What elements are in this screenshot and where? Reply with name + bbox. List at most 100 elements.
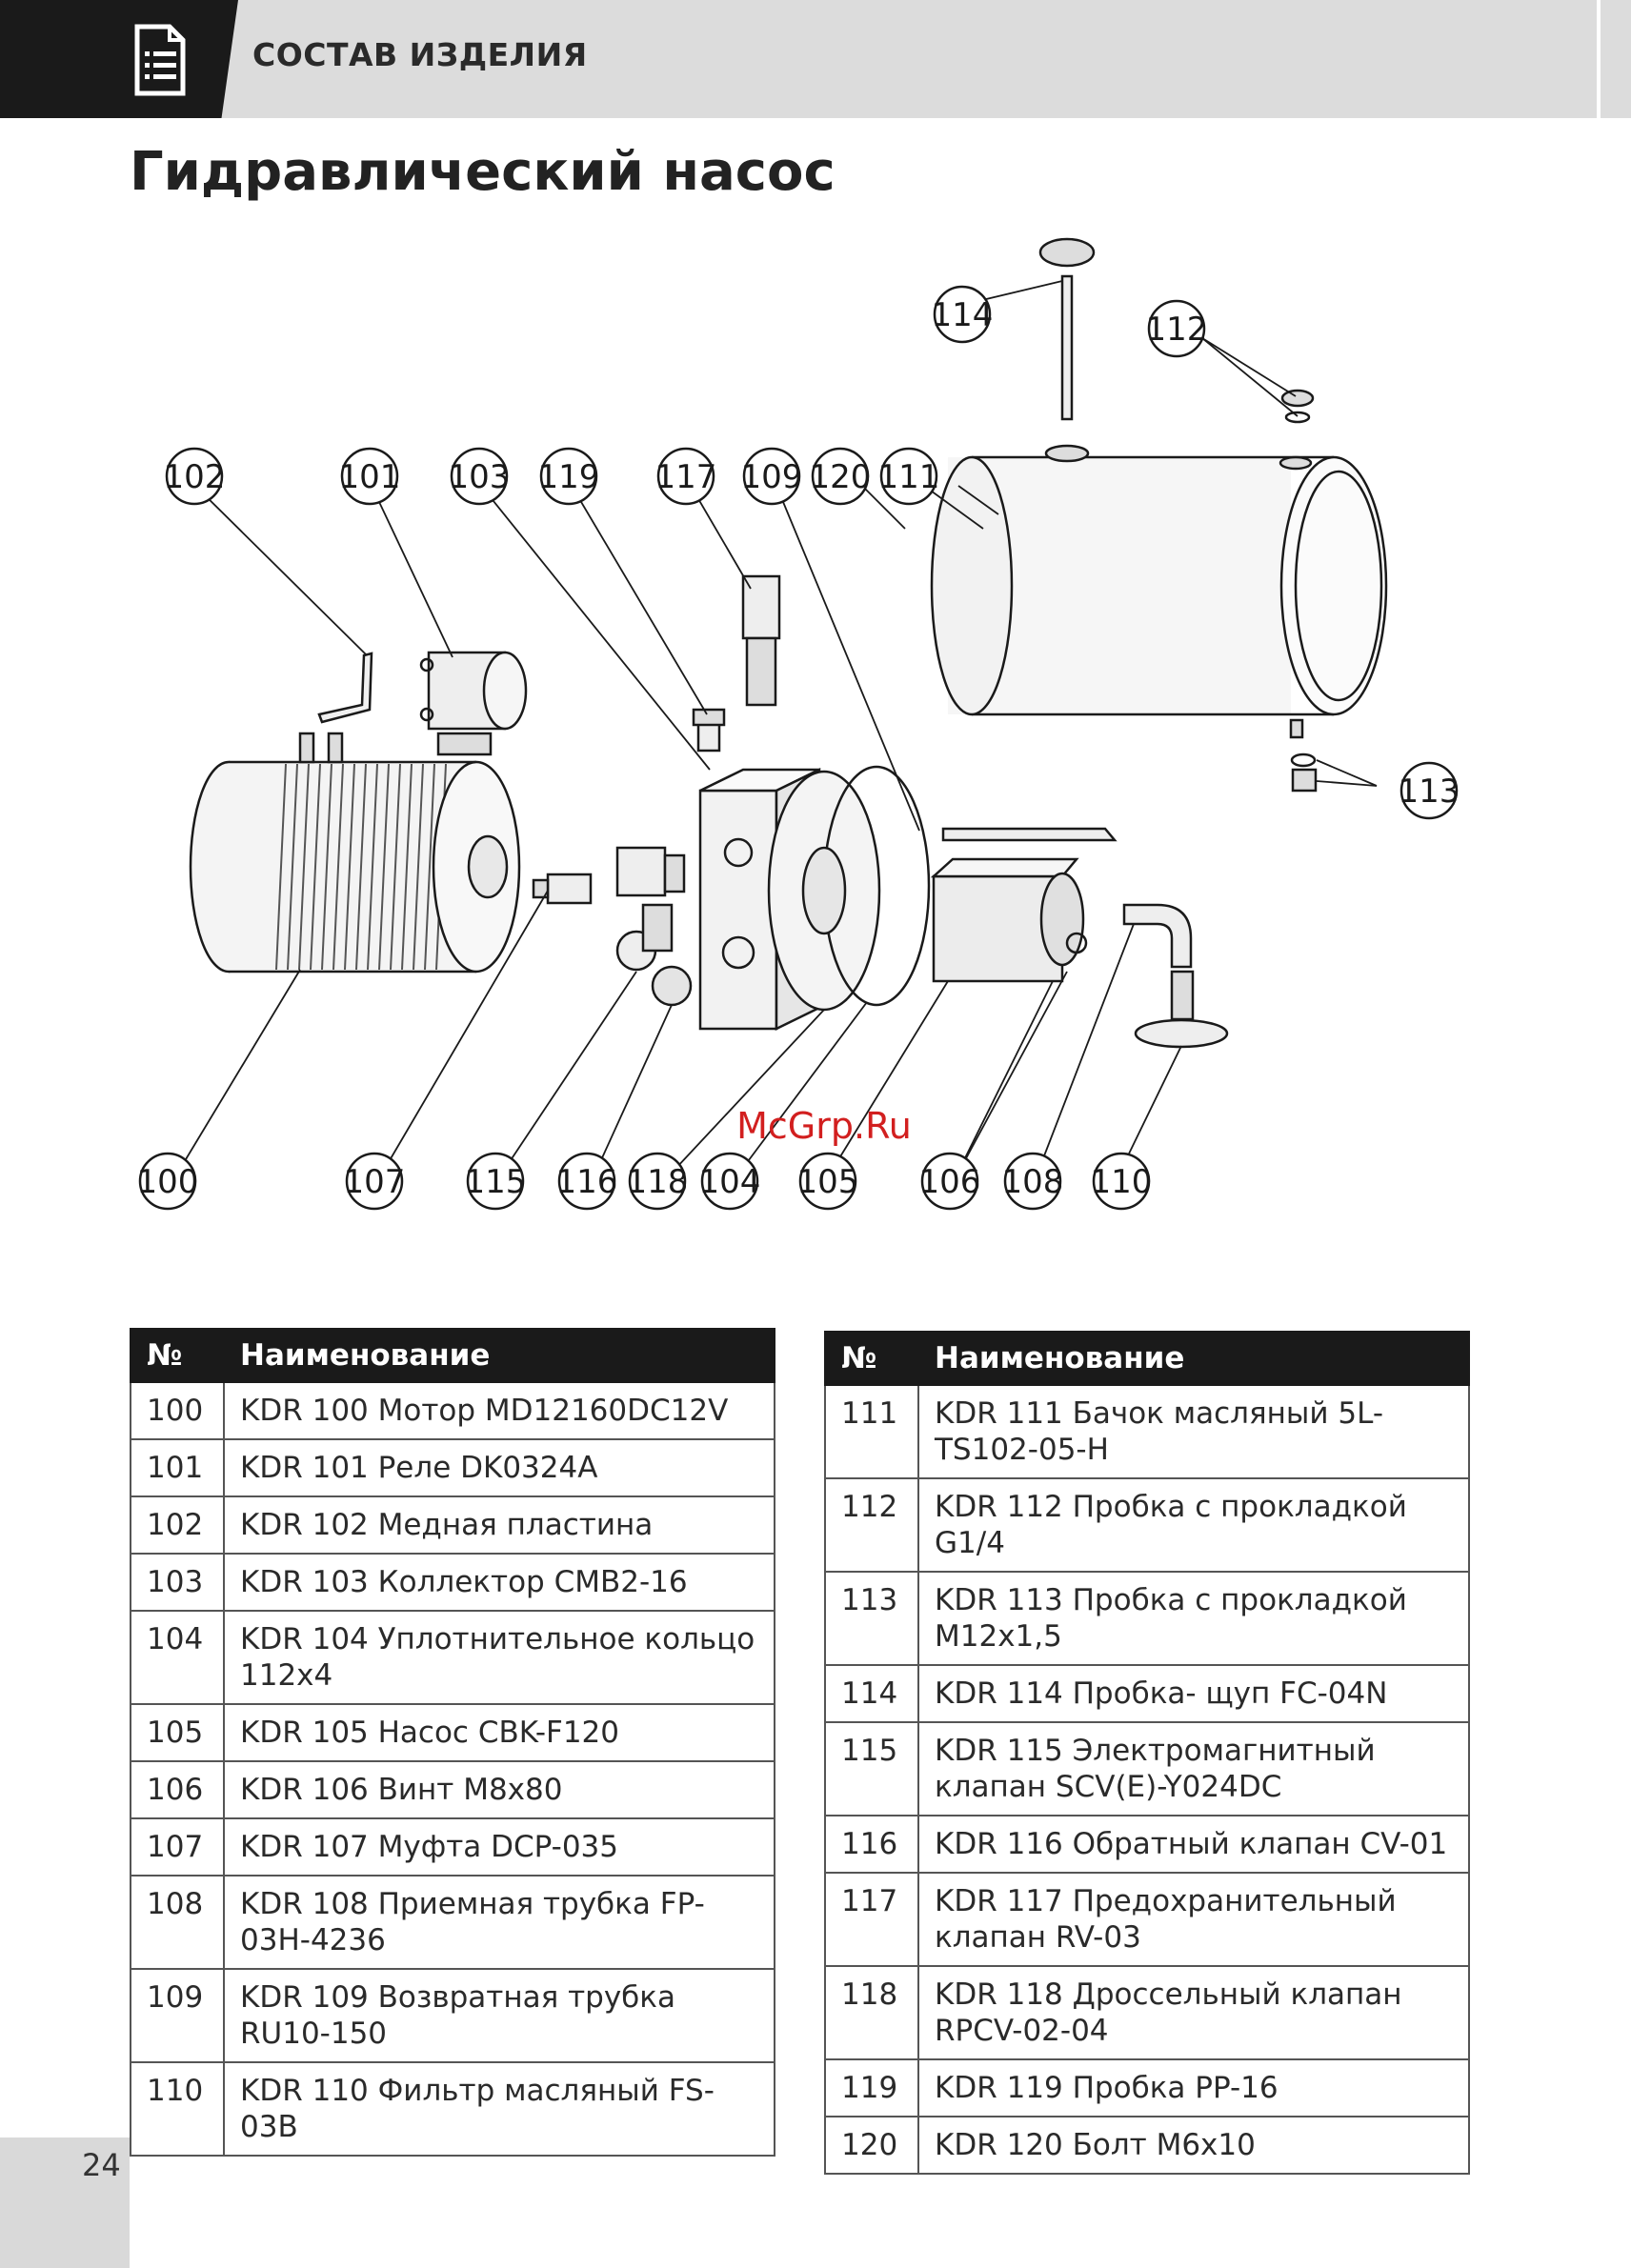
row-number: 118 <box>824 1965 919 2060</box>
callout-101: 101 <box>339 458 401 496</box>
row-name: KDR 112 Пробка с прокладкой G1/4 <box>917 1477 1470 1573</box>
row-number: 117 <box>824 1872 919 1967</box>
callout-104: 104 <box>699 1163 761 1201</box>
pump-drawing <box>930 857 1088 983</box>
callout-119: 119 <box>538 458 600 496</box>
row-name: KDR 113 Пробка с прокладкой M12x1,5 <box>917 1571 1470 1666</box>
row-name: KDR 107 Муфта DCP-035 <box>223 1817 775 1877</box>
page-number: 24 <box>82 2147 121 2183</box>
row-name: KDR 114 Пробка- щуп FC-04N <box>917 1664 1470 1723</box>
row-name: KDR 111 Бачок масляный 5L-TS102-05-H <box>917 1384 1470 1479</box>
row-number: 120 <box>824 2116 919 2175</box>
row-number: 103 <box>130 1553 225 1612</box>
column-header-number: № <box>824 1331 919 1386</box>
row-name: KDR 120 Болт M6x10 <box>917 2116 1470 2175</box>
callout-100: 100 <box>137 1163 199 1201</box>
table-header-row: № Наименование <box>130 1328 775 1383</box>
row-name: KDR 102 Медная пластина <box>223 1495 775 1555</box>
column-header-name: Наименование <box>223 1328 775 1383</box>
callout-116: 116 <box>556 1163 618 1201</box>
oil-tank-drawing <box>930 444 1388 739</box>
row-number: 101 <box>130 1438 225 1497</box>
row-name: KDR 100 Мотор MD12160DC12V <box>223 1381 775 1440</box>
row-number: 114 <box>824 1664 919 1723</box>
callout-113: 113 <box>1399 773 1460 811</box>
row-number: 110 <box>130 2061 225 2157</box>
column-header-number: № <box>130 1328 225 1383</box>
row-number: 104 <box>130 1610 225 1705</box>
callout-107: 107 <box>344 1163 406 1201</box>
callout-108: 108 <box>1002 1163 1064 1201</box>
row-number: 119 <box>824 2058 919 2117</box>
row-name: KDR 105 Насос CBK-F120 <box>223 1703 775 1762</box>
row-number: 111 <box>824 1384 919 1479</box>
relay-drawing <box>419 651 528 756</box>
header-icon-block <box>0 0 238 118</box>
row-name: KDR 115 Электромагнитный клапан SCV(E)-Y… <box>917 1721 1470 1816</box>
watermark: McGrp.Ru <box>736 1105 912 1147</box>
header-divider <box>1597 0 1601 118</box>
row-number: 116 <box>824 1815 919 1874</box>
row-number: 106 <box>130 1760 225 1819</box>
row-name: KDR 108 Приемная трубка FP-03H-4236 <box>223 1875 775 1970</box>
row-name: KDR 104 Уплотнительное кольцо 112x4 <box>223 1610 775 1705</box>
header-bar <box>0 0 1631 118</box>
table-header-row: № Наименование <box>824 1331 1470 1386</box>
row-number: 113 <box>824 1571 919 1666</box>
page-number-tab <box>0 2138 130 2268</box>
row-name: KDR 116 Обратный клапан CV-01 <box>917 1815 1470 1874</box>
row-number: 105 <box>130 1703 225 1762</box>
callout-115: 115 <box>465 1163 527 1201</box>
callout-114: 114 <box>932 296 994 334</box>
row-name: KDR 117 Предохранительный клапан RV-03 <box>917 1872 1470 1967</box>
callout-120: 120 <box>810 458 872 496</box>
row-name: KDR 110 Фильтр масляный FS-03B <box>223 2061 775 2157</box>
callout-105: 105 <box>797 1163 859 1201</box>
row-name: KDR 101 Реле DK0324A <box>223 1438 775 1497</box>
callout-112: 112 <box>1146 311 1208 349</box>
row-number: 102 <box>130 1495 225 1555</box>
row-name: KDR 119 Пробка PP-16 <box>917 2058 1470 2117</box>
callout-110: 110 <box>1091 1163 1153 1201</box>
row-number: 115 <box>824 1721 919 1816</box>
column-header-name: Наименование <box>917 1331 1470 1386</box>
row-number: 109 <box>130 1968 225 2063</box>
row-name: KDR 103 Коллектор CMB2-16 <box>223 1553 775 1612</box>
section-title: СОСТАВ ИЗДЕЛИЯ <box>252 36 588 73</box>
row-name: KDR 109 Возвратная трубка RU10-150 <box>223 1968 775 2063</box>
callout-106: 106 <box>919 1163 981 1201</box>
exploded-diagram: 102 101 103 119 117 109 120 111 114 112 … <box>137 237 1460 1211</box>
row-number: 107 <box>130 1817 225 1877</box>
callout-103: 103 <box>449 458 511 496</box>
callout-111: 111 <box>878 458 940 496</box>
row-number: 100 <box>130 1381 225 1440</box>
page-title: Гидравлический насос <box>130 141 836 203</box>
row-number: 108 <box>130 1875 225 1970</box>
row-name: KDR 106 Винт M8x80 <box>223 1760 775 1819</box>
callout-118: 118 <box>627 1163 689 1201</box>
callout-117: 117 <box>655 458 717 496</box>
